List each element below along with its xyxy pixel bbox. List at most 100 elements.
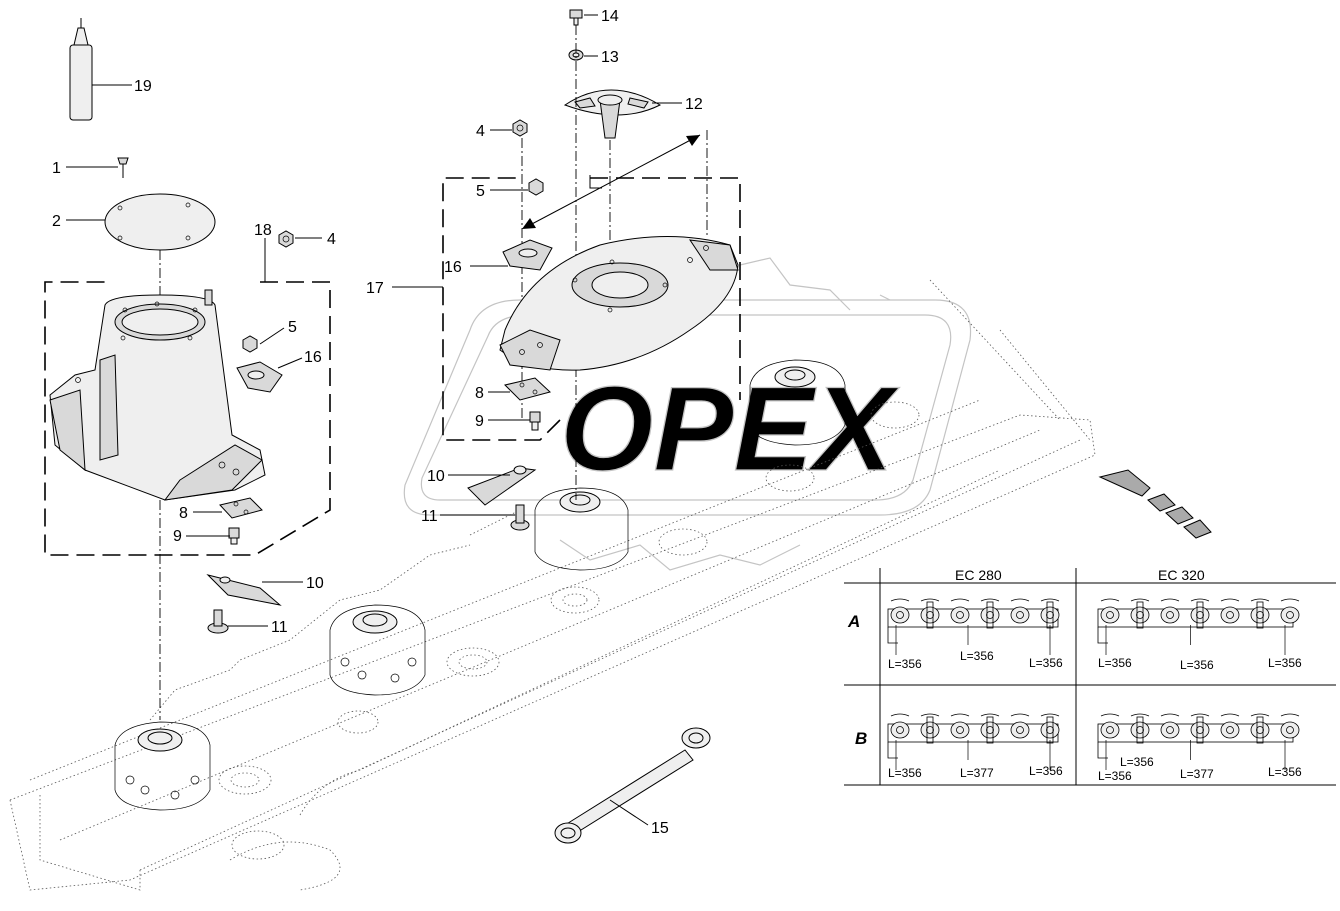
scheme-a-ec320-disc-4 <box>1220 606 1240 624</box>
nut-5-center <box>528 178 544 196</box>
scheme-a-ec280-rotation-1 <box>920 598 940 602</box>
callout-9-center: 9 <box>475 413 484 430</box>
scheme-a-ec320-rotation-1 <box>1130 598 1150 602</box>
nut-4-left <box>278 230 294 248</box>
scheme-a-ec280-disc-2 <box>950 606 970 624</box>
callout-9-left: 9 <box>173 528 182 545</box>
clamp-16-left <box>236 361 283 393</box>
len-a-ec320-left: L=356 <box>1098 656 1132 670</box>
knife-10-left <box>206 574 282 606</box>
scheme-b-ec320-hub-4 <box>1226 726 1234 734</box>
scheme-b-ec320-disc-0 <box>1100 721 1120 739</box>
scheme-b-ec320-disc-4 <box>1220 721 1240 739</box>
scheme-a-ec280-rotation-3 <box>980 598 1000 602</box>
len-b-ec280-right: L=356 <box>1029 764 1063 778</box>
knife-10-center <box>467 465 537 506</box>
bolt-9-center <box>529 411 541 431</box>
len-a-ec280-middle: L=356 <box>960 649 994 663</box>
scheme-b-ec280-hub-0 <box>896 726 904 734</box>
scheme-b-ec280-rotation-3 <box>980 713 1000 717</box>
scheme-a-ec280-knife-3 <box>986 601 994 629</box>
scheme-a-ec280-disc-5 <box>1040 606 1060 624</box>
scheme-a-ec280-end <box>887 627 898 644</box>
callout-4-center: 4 <box>476 123 485 140</box>
scheme-a-ec320-knife-3 <box>1196 601 1204 629</box>
nut-4-center <box>512 119 528 137</box>
scheme-a-ec320-disc-6 <box>1280 606 1300 624</box>
callout-4-left: 4 <box>327 231 336 248</box>
len-b-ec320-left2: L=356 <box>1120 755 1154 769</box>
scheme-b-ec320-disc-6 <box>1280 721 1300 739</box>
callout-18: 18 <box>254 222 272 239</box>
callout-10-center: 10 <box>427 468 445 485</box>
scheme-b-ec320-hub-1 <box>1136 726 1144 734</box>
nut-5-left <box>242 335 258 353</box>
scheme-b-ec280-hub-1 <box>926 726 934 734</box>
scheme-b-ec280-disc-2 <box>950 721 970 739</box>
bolt-11-center <box>510 504 530 531</box>
scheme-b-ec280-rotation-4 <box>1010 713 1030 717</box>
len-a-ec280-right: L=356 <box>1029 656 1063 670</box>
scheme-b-ec320-knife-1 <box>1136 716 1144 744</box>
column-header-ec320: EC 320 <box>1158 567 1205 583</box>
bolt-14 <box>569 9 583 26</box>
callout-8-left: 8 <box>179 505 188 522</box>
scheme-b-ec280-rotation-5 <box>1040 713 1060 717</box>
flow-direction-arrow <box>1098 469 1212 539</box>
callout-10-left: 10 <box>306 575 324 592</box>
cap-12 <box>563 89 662 139</box>
frame-center-group <box>442 177 741 441</box>
bolt-9-left <box>228 527 240 545</box>
scheme-a-ec320-hub-1 <box>1136 611 1144 619</box>
callout-5-center: 5 <box>476 183 485 200</box>
len-b-ec320-middle: L=377 <box>1180 767 1214 781</box>
scheme-b-ec280-hub-3 <box>986 726 994 734</box>
callout-2: 2 <box>52 213 61 230</box>
len-b-ec280-left: L=356 <box>888 766 922 780</box>
callout-16-left: 16 <box>304 349 322 366</box>
clamp-16-center <box>502 239 553 271</box>
scheme-b-ec280-knife-3 <box>986 716 994 744</box>
cutting-disc <box>499 236 739 371</box>
callout-13: 13 <box>601 49 619 66</box>
row-label-a: A <box>847 612 860 631</box>
scheme-b-ec320-rotation-0 <box>1100 713 1120 717</box>
scheme-a-ec320-rotation-2 <box>1160 598 1180 602</box>
scheme-a-ec320-disc-1 <box>1130 606 1150 624</box>
scheme-a-ec280-rotation-4 <box>1010 598 1030 602</box>
len-a-ec320-right: L=356 <box>1268 656 1302 670</box>
callout-14: 14 <box>601 8 619 25</box>
callout-11-left: 11 <box>271 619 288 636</box>
scheme-a-ec320-rotation-4 <box>1220 598 1240 602</box>
scheme-b-ec320-hub-5 <box>1256 726 1264 734</box>
scheme-a-ec320-disc-3 <box>1190 606 1210 624</box>
disc-schemes <box>887 598 1300 770</box>
len-a-ec320-middle: L=356 <box>1180 658 1214 672</box>
callout-11-center: 11 <box>421 508 438 525</box>
scheme-a-ec280-bar <box>887 608 1059 628</box>
scheme-a-ec280-knife-1 <box>926 601 934 629</box>
disc-configuration-table: EC 280 EC 320 A B L=356 L=356 L=356 L=35… <box>844 567 1336 786</box>
scheme-b-ec280-hub-2 <box>956 726 964 734</box>
scheme-b-ec280-bar <box>887 723 1059 743</box>
scheme-b-ec280-rotation-2 <box>950 713 970 717</box>
scheme-a-ec320-hub-0 <box>1106 611 1114 619</box>
scheme-b-ec320-disc-2 <box>1160 721 1180 739</box>
len-b-ec320-left: L=356 <box>1098 769 1132 783</box>
len-a-ec280-left: L=356 <box>888 657 922 671</box>
scheme-b-ec280-rotation-0 <box>890 713 910 717</box>
scheme-b-ec320-hub-6 <box>1286 726 1294 734</box>
scheme-b-ec320-rotation-2 <box>1160 713 1180 717</box>
scheme-a-ec280-disc-0 <box>890 606 910 624</box>
scheme-a-ec320-disc-2 <box>1160 606 1180 624</box>
scheme-a-ec320-knife-5 <box>1256 601 1264 629</box>
scheme-a-ec320-end <box>1097 627 1108 644</box>
drum-housing-left <box>49 289 266 501</box>
scheme-a-ec280-rotation-2 <box>950 598 970 602</box>
scheme-b-ec320-disc-5 <box>1250 721 1270 739</box>
scheme-b-ec280-hub-4 <box>1016 726 1024 734</box>
plate-8-left <box>219 497 263 519</box>
scheme-a-ec320-hub-3 <box>1196 611 1204 619</box>
scheme-b-ec320-hub-0 <box>1106 726 1114 734</box>
